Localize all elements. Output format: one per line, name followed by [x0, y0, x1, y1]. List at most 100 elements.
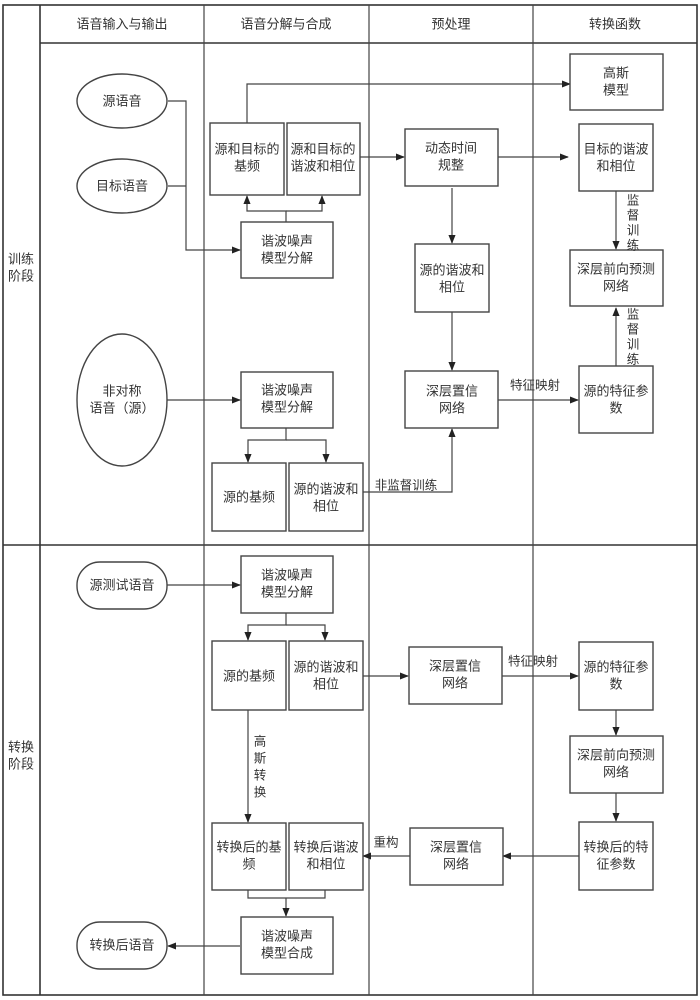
svg-text:相位: 相位 [313, 678, 339, 693]
svg-text:源的谐波和: 源的谐波和 [419, 263, 484, 279]
svg-text:阶段: 阶段 [8, 270, 34, 285]
svg-text:相位: 相位 [439, 281, 465, 296]
svg-text:征参数: 征参数 [596, 857, 635, 873]
lane-label-training: 训练 阶段 [8, 253, 34, 285]
svg-text:谐波噪声: 谐波噪声 [261, 569, 313, 584]
node-source-features-conv: 源的特征参 数 [578, 641, 654, 711]
edge-label-feature-mapping-1: 特征映射 [510, 378, 560, 393]
svg-text:模型分解: 模型分解 [261, 586, 313, 601]
node-target-speech: 目标语音 [76, 158, 168, 214]
svg-text:训练: 训练 [8, 253, 34, 268]
node-deep-belief-network: 深层置信 网络 [404, 370, 499, 429]
svg-text:动态时间: 动态时间 [425, 142, 477, 157]
svg-text:网络: 网络 [603, 765, 629, 781]
svg-text:数: 数 [609, 402, 622, 417]
lane-label-conversion: 转换 阶段 [8, 741, 34, 773]
svg-text:深层置信: 深层置信 [426, 385, 478, 400]
node-hnm-decomposition-1: 谐波噪声 模型分解 [240, 221, 334, 279]
svg-text:谐波噪声: 谐波噪声 [261, 384, 313, 399]
node-source-f0-conv: 源的基频 [211, 640, 287, 711]
column-header-conversion-fn: 转换函数 [589, 18, 641, 33]
svg-text:谐波和相位: 谐波和相位 [290, 160, 355, 175]
node-converted-f0: 转换后的基 频 [211, 822, 287, 891]
node-deep-belief-network-conv-2: 深层置信 网络 [409, 827, 504, 886]
svg-text:源的特征参: 源的特征参 [583, 660, 648, 676]
node-target-harmonics-phase: 目标的谐波 和相位 [578, 123, 654, 192]
svg-text:训: 训 [627, 337, 640, 352]
edge-label-gaussian-conversion: 高 斯 转 换 [254, 734, 267, 800]
training-edges [167, 80, 620, 493]
svg-text:源的谐波和: 源的谐波和 [293, 482, 358, 498]
svg-text:网络: 网络 [442, 676, 468, 692]
svg-text:深层置信: 深层置信 [429, 660, 481, 675]
svg-text:练: 练 [627, 352, 640, 367]
svg-text:相位: 相位 [313, 500, 339, 515]
svg-text:转换: 转换 [8, 741, 34, 756]
column-header-preprocess: 预处理 [431, 18, 470, 33]
svg-text:语音（源）: 语音（源） [89, 401, 154, 417]
edge-label-feature-mapping-2: 特征映射 [508, 654, 558, 669]
svg-text:目标语音: 目标语音 [96, 179, 148, 195]
node-source-speech: 源语音 [76, 73, 168, 129]
node-src-tgt-harmonics-phase: 源和目标的 谐波和相位 [286, 122, 361, 196]
svg-text:督: 督 [627, 322, 640, 337]
node-source-harmonics-phase-conv: 源的谐波和 相位 [288, 640, 364, 711]
node-source-features: 源的特征参 数 [578, 365, 654, 434]
svg-text:源和目标的: 源和目标的 [214, 142, 279, 158]
node-source-f0: 源的基频 [211, 462, 287, 532]
svg-text:源和目标的: 源和目标的 [290, 142, 355, 158]
svg-text:转换后的特: 转换后的特 [583, 840, 648, 856]
column-header-io: 语音输入与输出 [76, 17, 167, 33]
svg-text:斯: 斯 [254, 751, 267, 766]
svg-text:数: 数 [609, 678, 622, 693]
svg-text:深层前向预测: 深层前向预测 [577, 262, 655, 278]
node-source-harmonics-phase: 源的谐波和 相位 [288, 462, 364, 532]
svg-text:频: 频 [242, 858, 255, 873]
node-gaussian-model: 高斯 模型 [569, 53, 664, 111]
node-asymmetric-speech: 非对称 语音（源） [76, 333, 168, 467]
node-hnm-decomposition-3: 谐波噪声 模型分解 [240, 555, 334, 614]
svg-text:模型分解: 模型分解 [261, 252, 313, 267]
node-test-speech: 源测试语音 [76, 561, 168, 610]
node-deep-belief-network-conv-1: 深层置信 网络 [408, 646, 503, 705]
svg-text:和相位: 和相位 [306, 858, 345, 873]
svg-text:转换后谐波: 转换后谐波 [293, 841, 358, 856]
svg-text:目标的谐波: 目标的谐波 [583, 142, 648, 158]
node-source-harmonics-aligned: 源的谐波和 相位 [414, 243, 490, 313]
svg-text:规整: 规整 [438, 159, 464, 174]
svg-text:谐波噪声: 谐波噪声 [261, 235, 313, 250]
svg-text:转换后的基: 转换后的基 [216, 840, 281, 856]
svg-text:源的基频: 源的基频 [223, 669, 275, 685]
svg-text:深层前向预测: 深层前向预测 [577, 748, 655, 764]
edge-label-supervised-2: 监 督 训 练 [627, 307, 640, 367]
svg-text:模型合成: 模型合成 [261, 947, 313, 962]
node-dtw: 动态时间 规整 [404, 128, 499, 187]
svg-text:源测试语音: 源测试语音 [89, 578, 154, 594]
svg-text:监: 监 [627, 307, 640, 322]
node-converted-features: 转换后的特 征参数 [578, 821, 654, 891]
svg-text:源语音: 源语音 [102, 94, 141, 110]
svg-text:深层置信: 深层置信 [430, 841, 482, 856]
svg-text:高: 高 [254, 734, 267, 749]
svg-text:换: 换 [254, 785, 267, 800]
node-deep-feedforward-network: 深层前向预测 网络 [569, 249, 664, 307]
swimlane-frame [2, 4, 698, 996]
svg-text:网络: 网络 [439, 401, 465, 417]
svg-text:基频: 基频 [234, 160, 260, 175]
svg-text:监: 监 [627, 193, 640, 208]
conversion-edges [167, 581, 620, 950]
svg-text:源的基频: 源的基频 [223, 490, 275, 506]
svg-text:训: 训 [627, 223, 640, 238]
edge-label-reconstruction: 重构 [373, 835, 398, 850]
svg-text:谐波噪声: 谐波噪声 [261, 930, 313, 945]
svg-text:模型: 模型 [603, 84, 629, 99]
node-hnm-synthesis: 谐波噪声 模型合成 [240, 916, 334, 975]
svg-text:练: 练 [627, 238, 640, 253]
svg-text:网络: 网络 [443, 857, 469, 873]
node-hnm-decomposition-2: 谐波噪声 模型分解 [240, 371, 334, 429]
node-converted-harmonics-phase: 转换后谐波 和相位 [288, 822, 364, 891]
svg-text:源的谐波和: 源的谐波和 [293, 660, 358, 676]
svg-text:和相位: 和相位 [596, 160, 635, 175]
svg-text:转换后语音: 转换后语音 [89, 938, 154, 954]
